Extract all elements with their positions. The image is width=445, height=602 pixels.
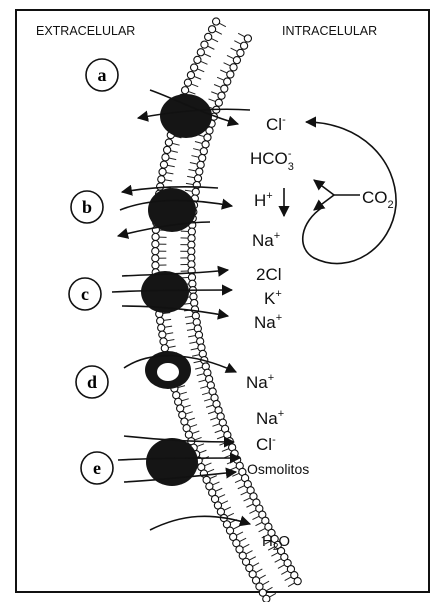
marker-a-label: a	[98, 65, 107, 85]
label-e-osmolytes: Osmolitos	[247, 461, 309, 477]
marker-d: d	[76, 366, 108, 398]
intracellular-header: INTRACELULAR	[282, 24, 377, 38]
marker-c: c	[69, 278, 101, 310]
marker-b-label: b	[82, 197, 92, 217]
marker-b: b	[71, 191, 103, 223]
marker-e: e	[81, 452, 113, 484]
marker-c-label: c	[81, 284, 89, 304]
marker-e-label: e	[93, 458, 101, 478]
transporter-a	[160, 94, 212, 138]
label-c-2chloride: 2Cl	[256, 265, 282, 284]
marker-d-label: d	[87, 372, 97, 392]
extracellular-header: EXTRACELULAR	[36, 24, 135, 38]
marker-a: a	[86, 59, 118, 91]
